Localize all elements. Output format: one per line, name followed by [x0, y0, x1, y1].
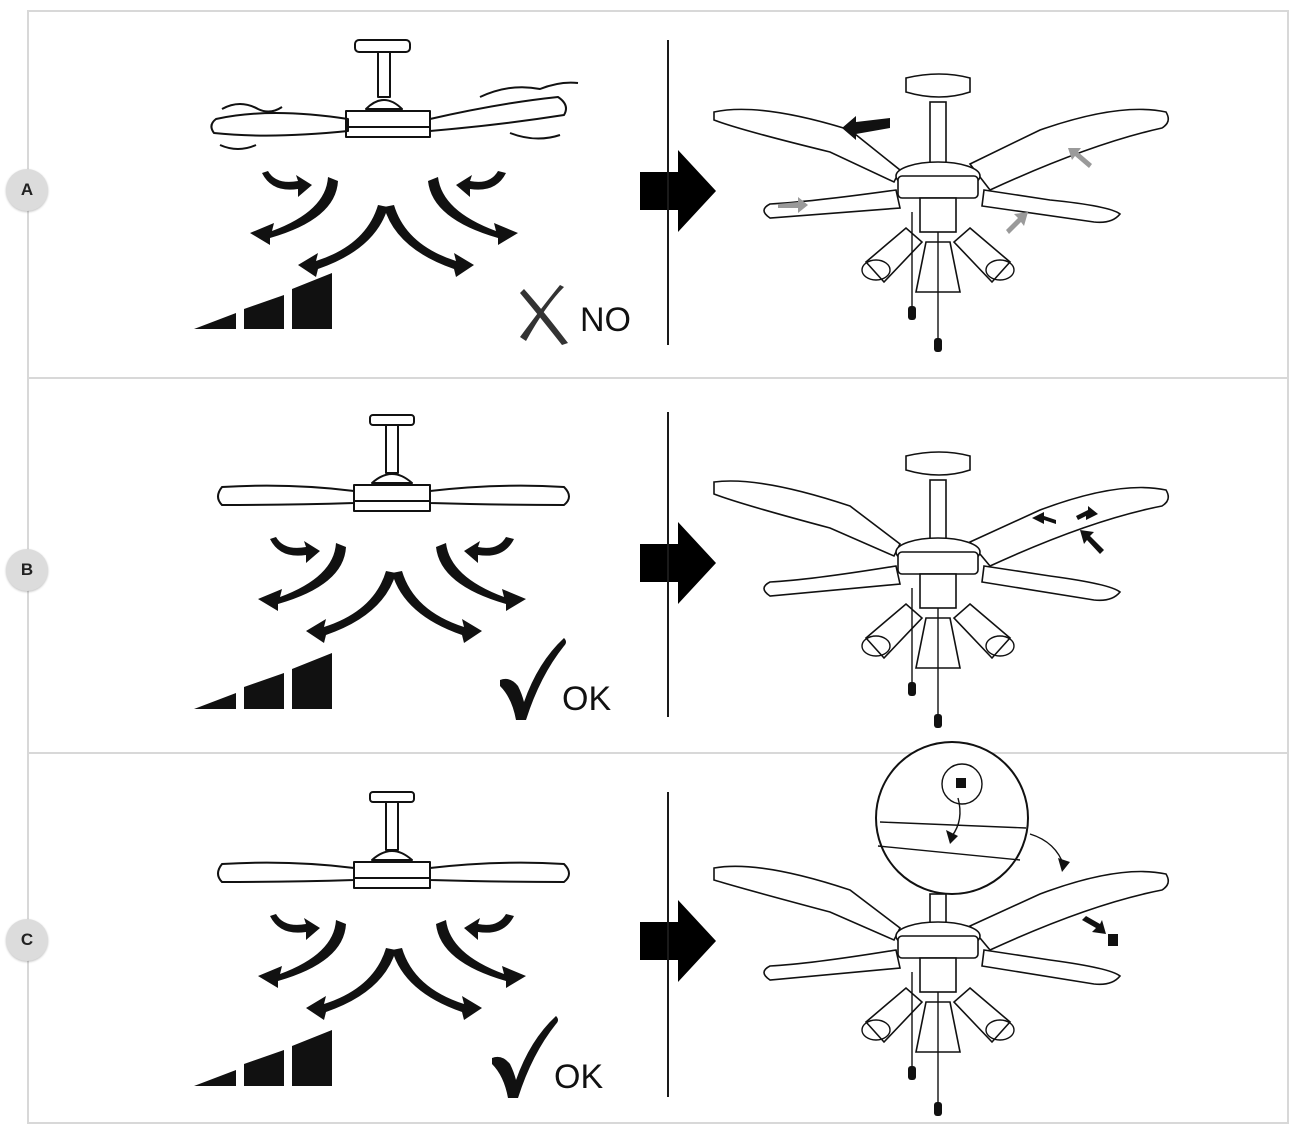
result-label: OK — [554, 1058, 604, 1096]
result-ok: OK — [488, 1014, 603, 1100]
step-badge-b: B — [6, 549, 48, 591]
step-badge-a: A — [6, 169, 48, 211]
row-divider — [27, 752, 1289, 754]
row-divider — [27, 377, 1289, 379]
wobbling-fan-illustration — [194, 39, 579, 329]
vertical-divider — [667, 40, 669, 345]
step-label: C — [20, 930, 34, 949]
balanced-fan-illustration — [194, 791, 570, 1086]
next-arrow-icon — [640, 900, 716, 982]
step-badge-c: C — [6, 919, 48, 961]
check-icon — [500, 638, 566, 720]
result-ok: OK — [496, 636, 611, 722]
check-icon — [492, 1016, 558, 1098]
ceiling-fan-light-kit-b — [713, 451, 1170, 728]
ceiling-fan-light-kit-c — [713, 741, 1170, 1116]
next-arrow-icon — [640, 150, 716, 232]
result-label: NO — [580, 301, 631, 339]
step-label: A — [20, 180, 34, 199]
balanced-fan-illustration — [194, 414, 570, 709]
result-label: OK — [562, 680, 612, 718]
vertical-divider — [667, 412, 669, 717]
cross-icon — [520, 285, 568, 345]
next-arrow-icon — [640, 522, 716, 604]
vertical-divider — [667, 792, 669, 1097]
ceiling-fan-light-kit-a — [713, 73, 1170, 352]
step-label: B — [20, 560, 34, 579]
result-no: NO — [518, 285, 631, 347]
